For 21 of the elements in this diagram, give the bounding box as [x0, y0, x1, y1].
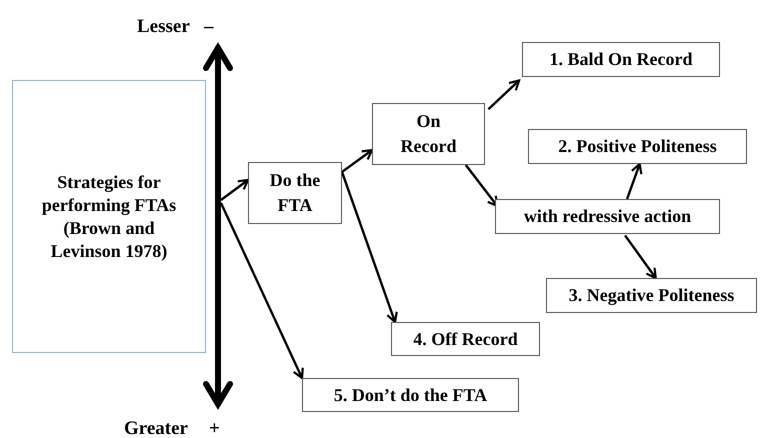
strategy-box: 3. Negative Politeness — [546, 278, 757, 313]
strategy-box: 1. Bald On Record — [522, 42, 720, 77]
arrow — [220, 202, 304, 380]
arrow — [488, 79, 520, 110]
scale-label: + — [209, 418, 220, 438]
strategy-box: On Record — [372, 103, 485, 165]
scale-label: Greater — [124, 418, 188, 438]
arrow — [341, 149, 374, 173]
strategy-box: with redressive action — [495, 199, 720, 234]
strategy-box: Do the FTA — [248, 162, 342, 224]
scale-label: – — [204, 16, 214, 38]
arrow — [626, 162, 642, 200]
arrow — [624, 234, 657, 280]
strategy-box: 4. Off Record — [391, 322, 540, 356]
strategy-box: 5. Don’t do the FTA — [302, 378, 519, 412]
arrow — [220, 178, 250, 201]
strategy-box: 2. Positive Politeness — [528, 129, 747, 164]
scale-label: Lesser — [137, 16, 190, 38]
arrow — [464, 164, 498, 208]
arrow — [340, 172, 398, 324]
title-box: Strategies for performing FTAs (Brown and Levinson 1978) — [12, 80, 206, 353]
